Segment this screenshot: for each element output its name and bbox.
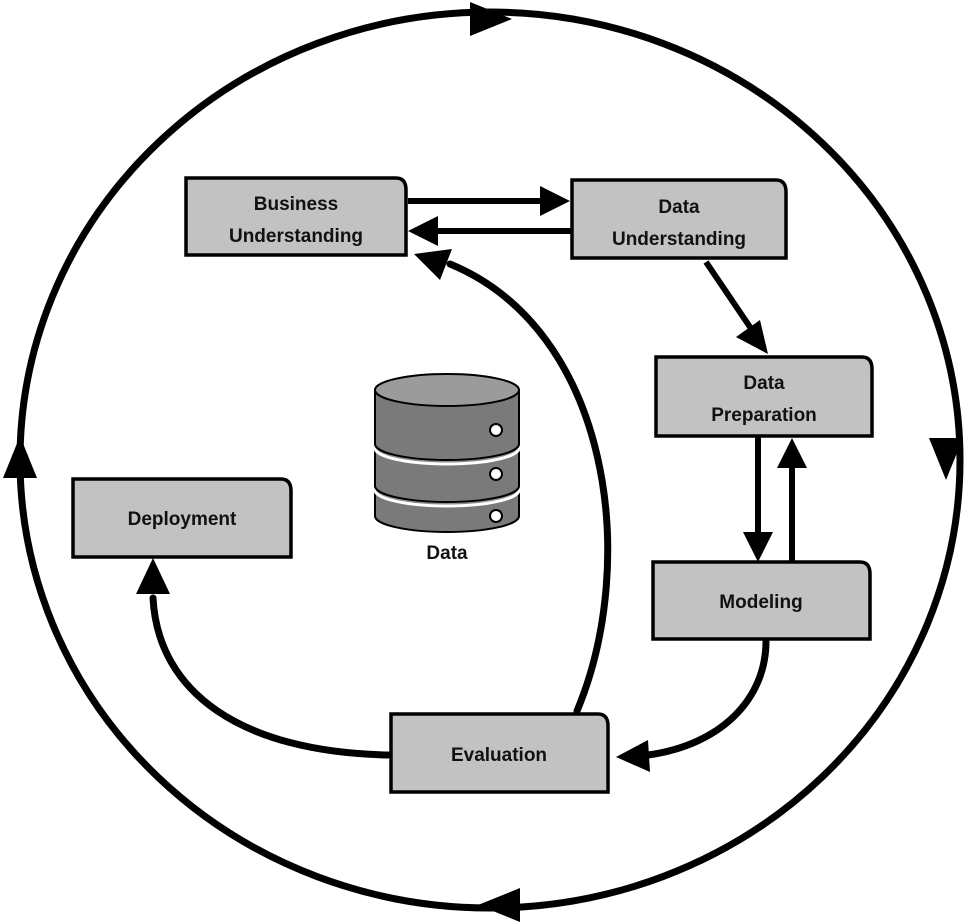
arrow-eval-to-bu-curve — [446, 260, 612, 715]
data-understanding-line2: Understanding — [612, 229, 746, 250]
box-data-understanding: Data Understanding — [570, 178, 788, 260]
business-understanding-line2: Understanding — [229, 226, 363, 247]
outer-arrow-bottom — [478, 888, 520, 922]
box-evaluation: Evaluation — [389, 712, 610, 794]
arrow-eval-to-bu-head — [414, 249, 452, 280]
data-preparation-line2: Preparation — [711, 405, 817, 426]
arrow-eval-to-dep-curve — [149, 594, 392, 759]
box-data-preparation: Data Preparation — [654, 355, 874, 438]
outer-arrow-right — [929, 438, 963, 480]
arrow-mod-to-eval-curve — [644, 637, 770, 759]
outer-arrow-left — [3, 436, 37, 478]
arrow-mod-to-dp-head — [777, 438, 807, 468]
arrow-du-to-dp-head — [736, 320, 768, 354]
box-deployment: Deployment — [71, 477, 293, 559]
arrow-du-to-bu-head — [408, 216, 438, 246]
data-understanding-line1: Data — [658, 197, 700, 218]
arrow-du-to-dp-shaft — [703, 260, 755, 332]
connectors — [136, 186, 807, 772]
business-understanding-line1: Business — [254, 194, 338, 215]
arrow-mod-to-eval-head — [616, 740, 650, 772]
modeling-label: Modeling — [719, 592, 802, 613]
outer-cycle — [3, 2, 964, 922]
database-label: Data — [426, 543, 468, 564]
box-modeling: Modeling — [651, 560, 872, 641]
arrow-eval-to-dep-head — [136, 558, 170, 594]
deployment-label: Deployment — [128, 509, 237, 530]
arrow-bu-to-du-head — [540, 186, 570, 216]
arrow-dp-to-mod-head — [743, 532, 773, 562]
database-icon — [373, 373, 521, 533]
data-preparation-line1: Data — [743, 373, 785, 394]
evaluation-label: Evaluation — [451, 745, 547, 766]
box-business-understanding: Business Understanding — [184, 176, 408, 257]
outer-arrow-top — [470, 2, 512, 36]
